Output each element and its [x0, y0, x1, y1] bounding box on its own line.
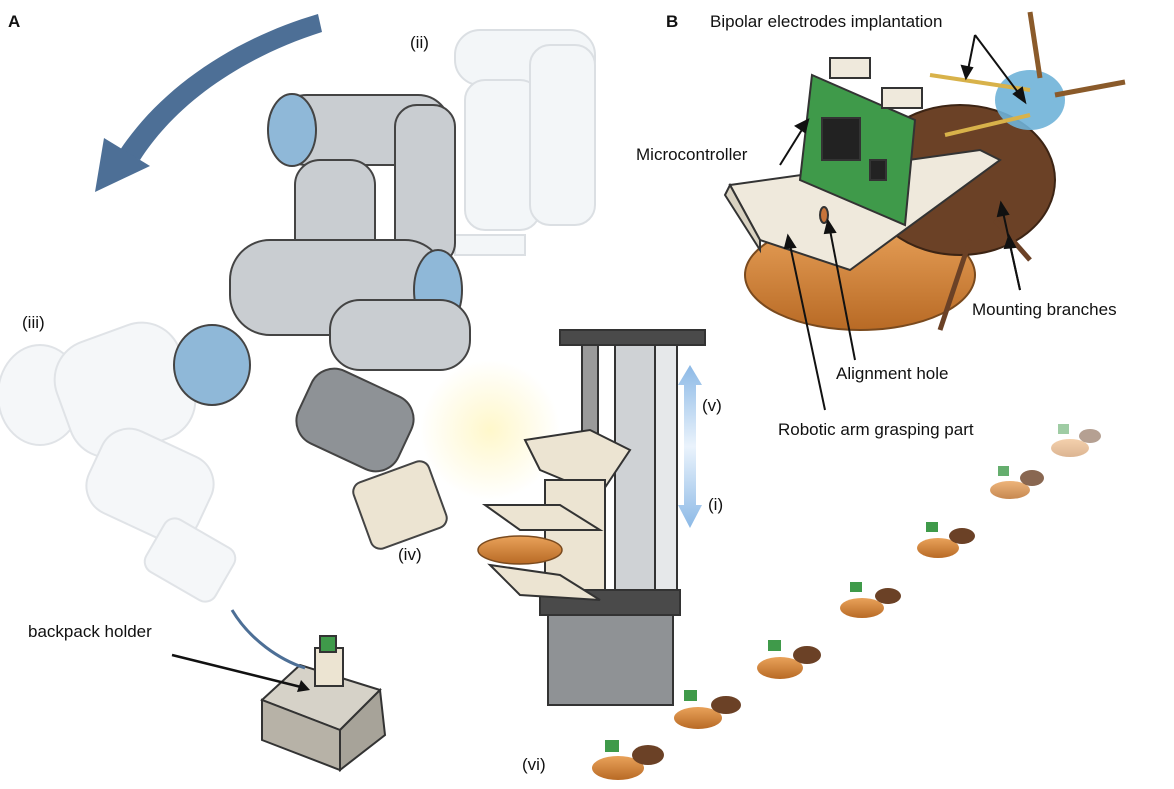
ghost-arm-ii [454, 29, 596, 256]
panel-label-a: A [8, 12, 21, 31]
step-label-ii: (ii) [410, 33, 429, 52]
callout-leaders [779, 34, 1027, 411]
robotic-arm [173, 93, 471, 550]
callout-microcontroller: Microcontroller [636, 145, 748, 164]
vertical-arrow [678, 365, 702, 528]
callout-alignment-hole: Alignment hole [836, 364, 949, 383]
step-label-i: (i) [708, 495, 724, 514]
backpack-holder [260, 635, 387, 773]
panel-label-b: B [666, 12, 679, 31]
callout-mounting-branches: Mounting branches [972, 300, 1117, 319]
insect-parade [592, 424, 1101, 780]
callout-backpack-holder: backpack holder [28, 622, 152, 641]
light-glow [420, 360, 560, 500]
step-label-vi: (vi) [522, 755, 546, 774]
backpack-lift-arrow [230, 609, 306, 670]
step-label-iv: (iv) [398, 545, 422, 564]
backpack-holder-leader [171, 653, 306, 690]
sweep-arrow [95, 14, 322, 192]
backpack-board [723, 57, 1002, 272]
step-label-iii: (iii) [22, 313, 45, 332]
ghost-arm-iii [0, 321, 237, 603]
callout-grasping-part: Robotic arm grasping part [778, 420, 974, 439]
step-label-v: (v) [702, 396, 722, 415]
lift-stage [481, 329, 706, 706]
gripped-insect [477, 535, 563, 565]
callout-bipolar-electrodes: Bipolar electrodes implantation [710, 12, 943, 31]
